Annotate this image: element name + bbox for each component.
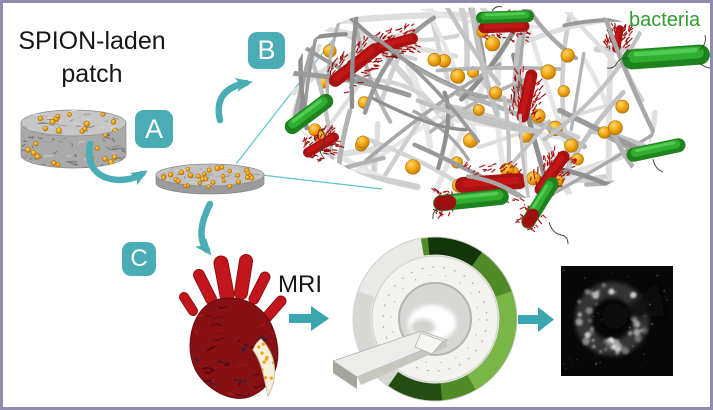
- nanofiber-mesh-illustration: [284, 6, 710, 245]
- step-a-badge: A: [135, 110, 173, 148]
- step-b-badge: B: [248, 32, 285, 69]
- process-curved-arrows: [85, 77, 253, 256]
- mri-scan-image: [561, 266, 673, 376]
- step-c-badge: C: [122, 242, 156, 276]
- mri-label: MRI: [278, 271, 322, 298]
- patch-title: SPION-laden patch: [18, 27, 166, 88]
- heart-with-patch-illustration: [179, 254, 287, 399]
- step-a-label: A: [144, 113, 163, 144]
- bacteria-label: bacteria: [629, 9, 701, 31]
- flow-block-arrows: [289, 306, 554, 332]
- step-b-label: B: [257, 35, 276, 65]
- spion-patch-disc-illustration: [155, 163, 265, 195]
- spion-patch-cylinder-illustration: [20, 109, 127, 169]
- step-c-label: C: [130, 245, 148, 272]
- mri-scanner-illustration: [332, 236, 518, 402]
- illustration-layer: [20, 6, 710, 402]
